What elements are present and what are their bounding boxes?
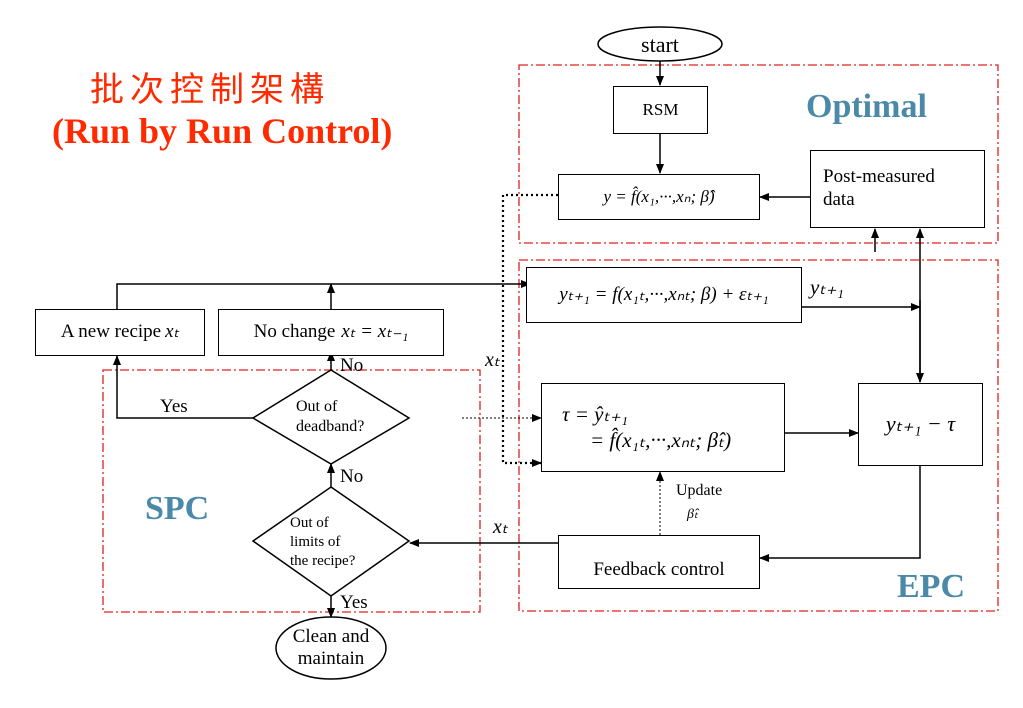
tau-line1: τ = ŷₜ₊₁	[562, 402, 629, 427]
x-t-middle-label: xₜ	[485, 349, 500, 371]
no-change-box: No change xₜ = xₜ₋₁	[218, 309, 444, 356]
clean-maintain-label: Clean and maintain	[281, 626, 381, 670]
post-measured-data-box: Post-measured data	[810, 150, 985, 228]
epc-region-label: EPC	[897, 568, 965, 605]
new-recipe-box: A new recipe xₜ	[35, 309, 205, 356]
english-title: (Run by Run Control)	[52, 111, 393, 151]
deadband-line1: Out of	[296, 398, 338, 415]
estimated-model-box: y = f̂(x₁,···,xₙ; β̂)	[558, 174, 760, 220]
residual-box: yₜ₊₁ − τ	[858, 383, 983, 466]
epc-region-border	[518, 259, 999, 612]
spc-region-border	[102, 369, 481, 613]
optimal-region-border	[518, 64, 999, 244]
rsm-box: RSM	[613, 86, 708, 134]
clean-line2: maintain	[297, 647, 365, 669]
y-next-label: yₜ₊₁	[810, 275, 844, 299]
clean-line1: Clean and	[292, 626, 370, 647]
chinese-title: 批次控制架構	[90, 70, 330, 110]
limits-line1: Out of	[290, 515, 329, 531]
feedback-control-box: Feedback control	[558, 535, 760, 589]
out-of-limits-label: Out of limits of the recipe?	[290, 514, 355, 570]
post-measured-label-line2: data	[823, 189, 855, 210]
tau-line2: = f̂(x₁ₜ,···,xₙₜ; β̂ₜ)	[590, 427, 732, 452]
beta-hat-t-label: β̂ₜ	[687, 507, 699, 522]
out-of-deadband-label: Out of deadband?	[296, 397, 364, 437]
deadband-line2: deadband?	[296, 418, 365, 435]
start-label: start	[641, 32, 679, 57]
limits-line3: the recipe?	[290, 552, 356, 569]
x-t-feedback-label: xₜ	[493, 516, 508, 538]
tau-prediction-box: τ = ŷₜ₊₁ = f̂(x₁ₜ,···,xₙₜ; β̂ₜ)	[541, 383, 785, 472]
post-measured-label-line1: Post-measured	[823, 166, 935, 188]
no-limits-label: No	[340, 466, 364, 487]
flow-arrows	[113, 61, 924, 618]
no-deadband-label: No	[340, 355, 364, 376]
no-change-equation: xₜ = xₜ₋₁	[341, 321, 409, 343]
yes-limits-label: Yes	[340, 592, 368, 613]
update-label: Update	[676, 482, 723, 499]
new-recipe-label: A new recipe	[60, 321, 162, 343]
process-model-box: yₜ₊₁ = f(x₁ₜ,···,xₙₜ; β) + εₜ₊₁	[526, 267, 802, 323]
spc-region-label: SPC	[145, 490, 210, 527]
dotted-arrows	[462, 193, 664, 535]
yes-deadband-label: Yes	[160, 396, 188, 417]
optimal-region-label: Optimal	[806, 88, 927, 125]
no-change-label: No change	[253, 321, 336, 343]
new-recipe-variable: xₜ	[165, 321, 180, 343]
limits-line2: limits of	[290, 533, 341, 550]
